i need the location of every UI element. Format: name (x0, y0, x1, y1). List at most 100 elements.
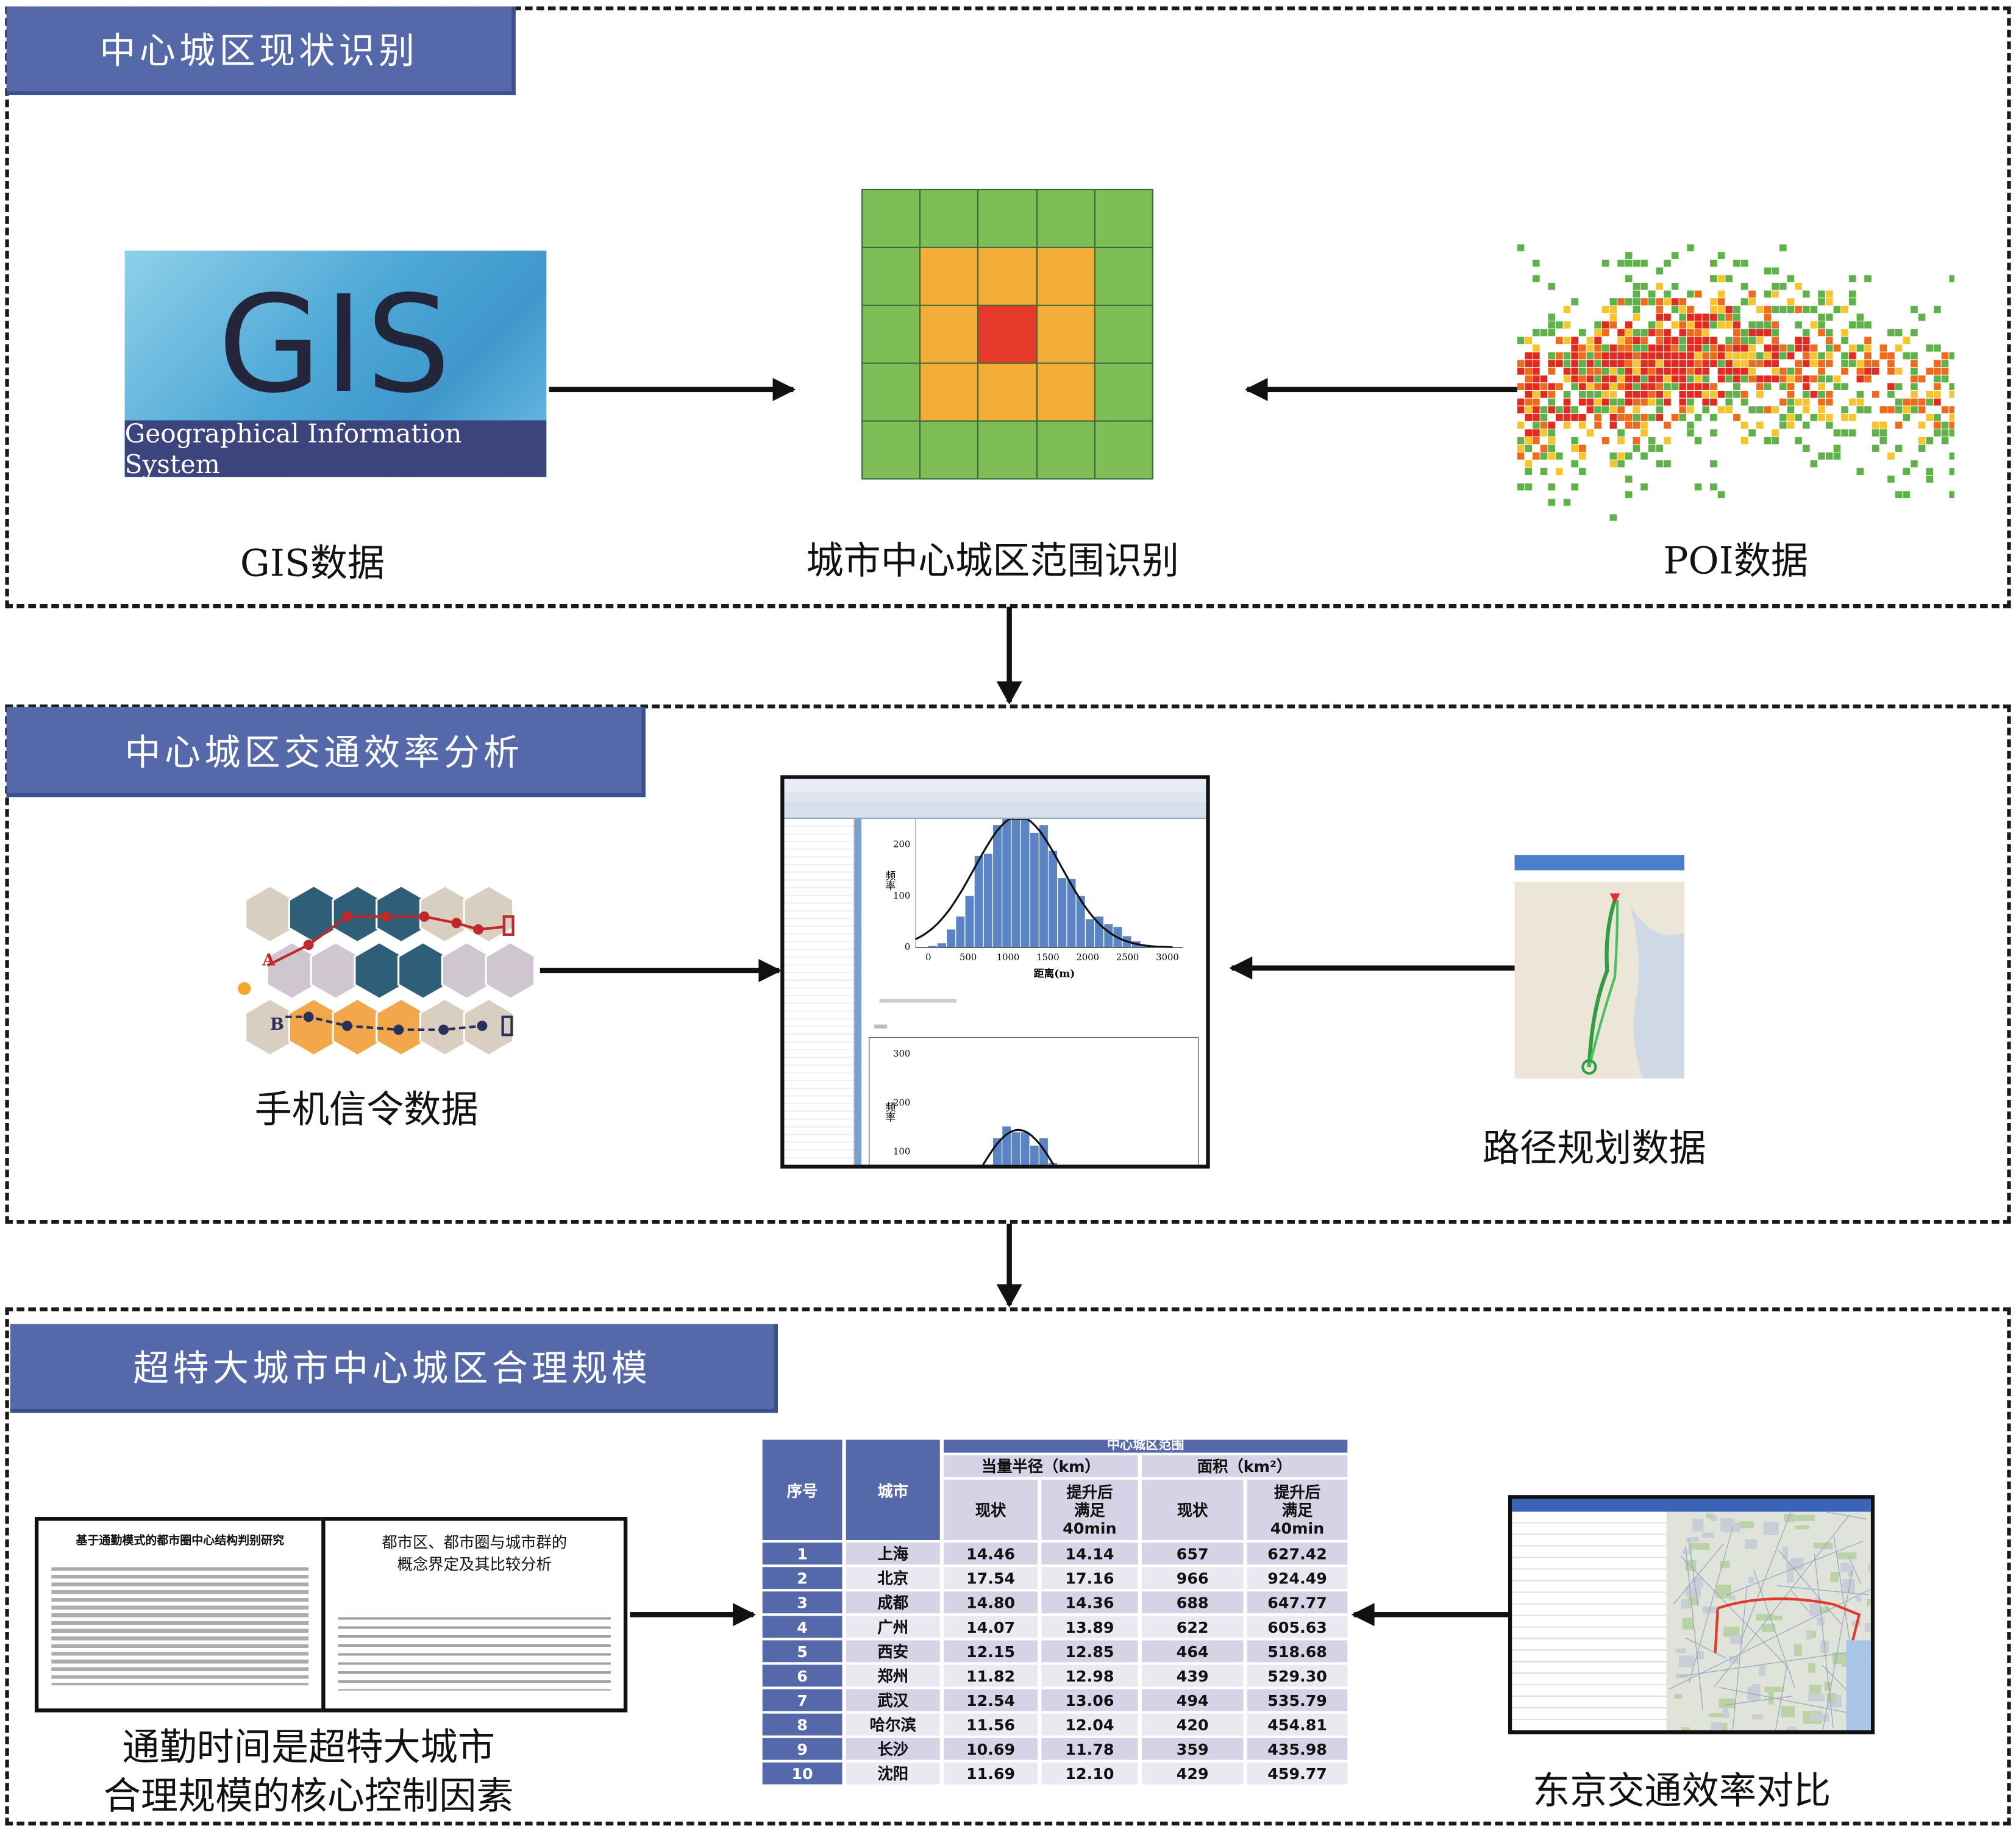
tokyo-map-header (1512, 1499, 1871, 1512)
mobile-signal-hex-image: A B (238, 884, 534, 1057)
poi-cell (1779, 375, 1787, 383)
poi-cell (1601, 383, 1609, 390)
poi-cell (1656, 337, 1664, 344)
poi-cell (1710, 313, 1717, 321)
poi-cell (1710, 344, 1717, 352)
poi-cell (1533, 398, 1540, 406)
tokyo-map-screenshot (1508, 1495, 1875, 1735)
poi-cell (1810, 344, 1818, 352)
poi-cell (1787, 375, 1795, 383)
poi-cell (1764, 383, 1772, 390)
poi-cell (1717, 252, 1725, 259)
grid-cell (1095, 305, 1152, 363)
poi-cell (1533, 383, 1540, 390)
cell-radius-current: 17.54 (944, 1567, 1038, 1589)
poi-cell (1586, 383, 1594, 390)
map-block (1781, 1706, 1795, 1718)
cell-area-current: 966 (1141, 1567, 1244, 1589)
map-block (1709, 1713, 1729, 1718)
map-road (1723, 1696, 1793, 1706)
grid-cell (921, 248, 978, 305)
poi-cell (1548, 368, 1555, 375)
histogram-bar (1020, 819, 1030, 947)
map-block (1752, 1714, 1763, 1720)
poi-cell (1748, 352, 1756, 360)
grid-cell (1037, 248, 1094, 305)
poi-cell (1926, 390, 1934, 398)
poi-cell (1911, 390, 1918, 398)
poi-cell (1533, 375, 1540, 383)
x-axis-label: 距离(m) (1034, 967, 1075, 979)
poi-cell (1949, 352, 1954, 360)
map-road (1742, 1511, 1792, 1638)
poi-cell (1903, 413, 1911, 421)
poi-cell (1648, 444, 1656, 452)
cell-radius-improved: 12.85 (1041, 1640, 1138, 1663)
spss-scrollbar[interactable] (855, 819, 862, 1165)
map-block (1682, 1549, 1692, 1554)
cell-city: 广州 (846, 1616, 940, 1638)
poi-cell (1787, 398, 1795, 406)
poi-cell (1563, 337, 1571, 344)
poi-cell (1625, 337, 1633, 344)
docs-label-line1: 通勤时间是超特大城市 (122, 1725, 496, 1769)
poi-cell (1687, 244, 1694, 252)
poi-cell (1772, 305, 1779, 313)
arrow-left-icon (1351, 1603, 1508, 1627)
poi-cell (1671, 368, 1679, 375)
cell-area-improved: 627.42 (1247, 1543, 1348, 1565)
cell-area-current: 464 (1141, 1640, 1244, 1663)
poi-cell (1533, 352, 1540, 360)
poi-cell (1764, 360, 1772, 367)
poi-cell (1710, 413, 1717, 421)
poi-cell (1848, 290, 1856, 298)
map-block (1706, 1513, 1714, 1519)
poi-cell (1825, 413, 1833, 421)
poi-cell (1802, 305, 1810, 313)
poi-cell (1795, 337, 1802, 344)
poi-cell (1533, 259, 1540, 267)
paper-2-thumbnail: 都市区、都市圈与城市群的概念界定及其比较分析 (321, 1517, 628, 1713)
cell-index: 2 (762, 1567, 842, 1589)
x-tick-label: 2000 (1077, 952, 1100, 963)
poi-cell (1795, 305, 1802, 313)
histogram-bar (974, 855, 983, 947)
poi-cell (1625, 375, 1633, 383)
poi-cell (1671, 344, 1679, 352)
poi-cell (1825, 375, 1833, 383)
poi-cell (1949, 383, 1954, 390)
poi-cell (1710, 429, 1717, 437)
poi-cell (1903, 398, 1911, 406)
poi-cell (1772, 368, 1779, 375)
poi-cell (1841, 305, 1848, 313)
arrow-left-icon (1244, 377, 1517, 401)
poi-cell (1756, 305, 1764, 313)
poi-cell (1556, 452, 1563, 460)
poi-cell (1748, 429, 1756, 437)
poi-cell (1640, 298, 1648, 305)
map-road (1775, 1665, 1788, 1730)
center-area-grid (861, 188, 1153, 480)
poi-cell (1764, 344, 1772, 352)
hex-cell (288, 997, 340, 1057)
arrow-right-icon (630, 1603, 757, 1627)
poi-cell (1687, 344, 1694, 352)
poi-cell (1911, 360, 1918, 367)
poi-cell (1525, 360, 1532, 367)
poi-cell (1656, 298, 1664, 305)
poi-cell (1586, 375, 1594, 383)
poi-cell (1633, 313, 1640, 321)
poi-cell (1795, 360, 1802, 367)
poi-cell (1725, 406, 1733, 413)
poi-cell (1887, 406, 1895, 413)
histogram-bar (1030, 1146, 1039, 1165)
poi-cell (1848, 398, 1856, 406)
poi-cell (1918, 313, 1926, 321)
poi-cell (1594, 368, 1601, 375)
poi-cell (1679, 352, 1687, 360)
poi-cell (1633, 352, 1640, 360)
poi-cell (1578, 344, 1586, 352)
paper-1-body-text (51, 1563, 309, 1686)
cell-radius-current: 11.56 (944, 1713, 1038, 1736)
